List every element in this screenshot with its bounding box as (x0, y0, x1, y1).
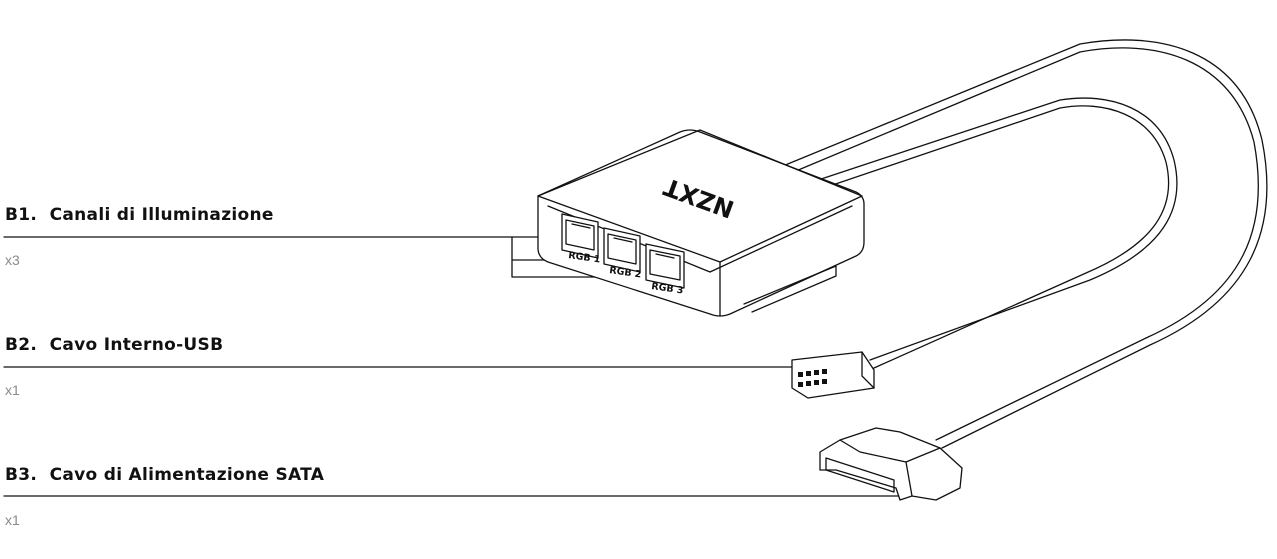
label-b1: B1. Canali di Illuminazione (5, 205, 274, 225)
label-b3-code: B3. (5, 465, 38, 485)
port-label-rgb1: RGB 1 (568, 250, 601, 265)
usb-connector (791, 351, 875, 399)
label-b3-name: Cavo di Alimentazione SATA (49, 465, 325, 485)
label-b2: B2. Cavo Interno-USB (5, 335, 223, 355)
usb-pins (798, 369, 827, 387)
cable-bundle (777, 39, 1268, 449)
rgb-hub (537, 129, 865, 317)
label-b2-code: B2. (5, 335, 38, 355)
label-b1-name: Canali di Illuminazione (49, 205, 274, 225)
label-b2-qty: x1 (5, 382, 20, 398)
label-b3-qty: x1 (5, 512, 20, 528)
label-b2-name: Cavo Interno-USB (49, 335, 224, 355)
port-label-rgb3: RGB 3 (651, 281, 684, 296)
label-b1-code: B1. (5, 205, 38, 225)
label-b1-qty: x3 (5, 252, 20, 268)
sata-connector (819, 427, 963, 501)
label-b3: B3. Cavo di Alimentazione SATA (5, 465, 324, 485)
rgb-ports (561, 213, 685, 289)
port-label-rgb2: RGB 2 (609, 265, 642, 280)
